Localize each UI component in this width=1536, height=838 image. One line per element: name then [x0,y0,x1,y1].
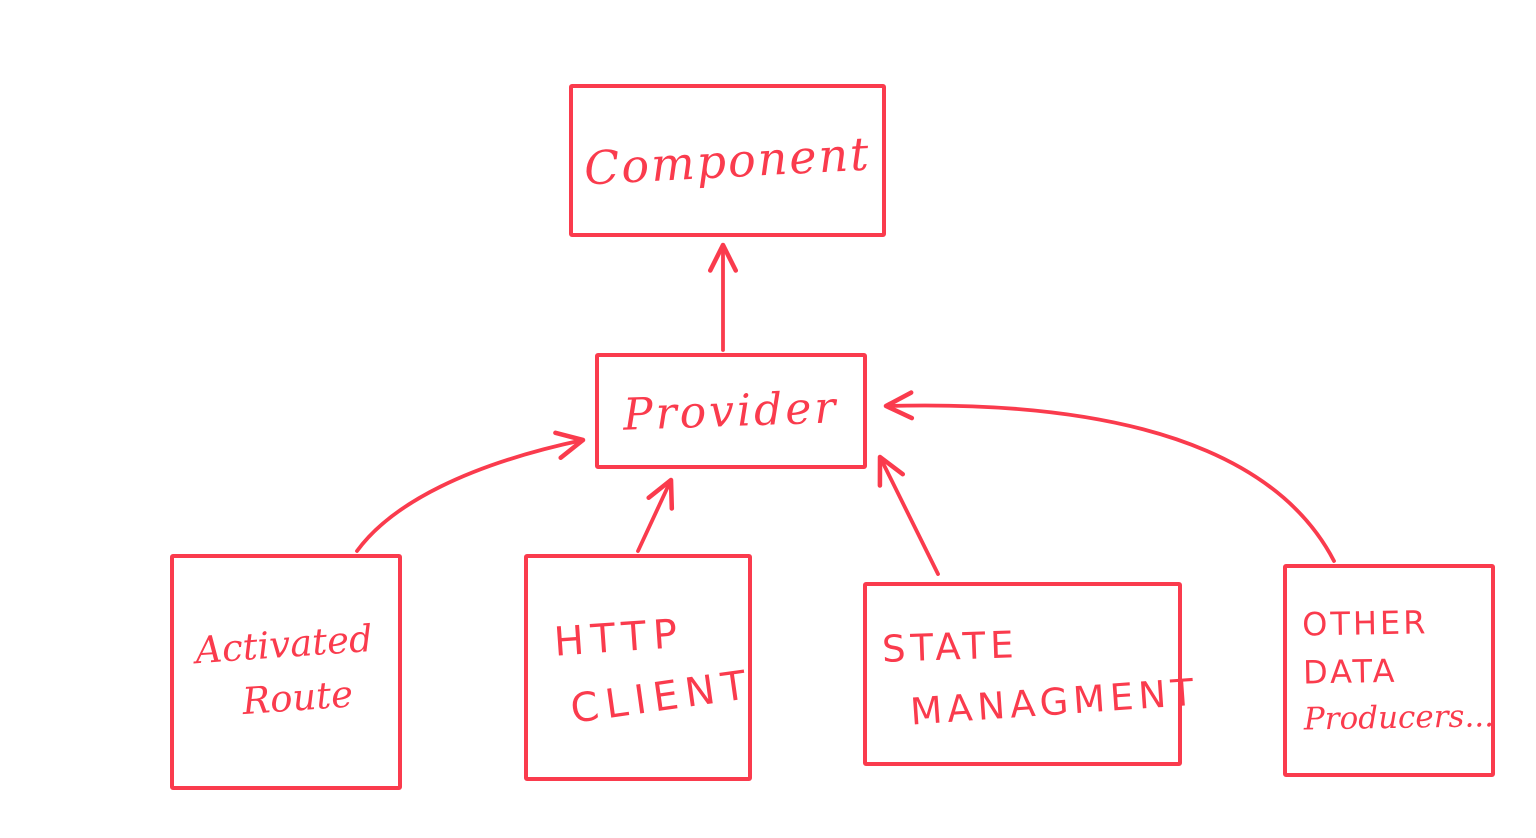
node-other-data[interactable]: OTHER DATA Producers... [1283,564,1495,777]
edge-activated-route-to-provider-arrow[interactable] [355,430,586,553]
node-label: Component [582,126,873,195]
node-component[interactable]: Component [569,84,886,237]
node-label: Provider [622,381,840,441]
node-activated-route[interactable]: Activated Route [170,554,402,790]
edge-other-data-to-provider-arrow[interactable] [883,390,1336,563]
node-label-line: DATA [1302,652,1398,692]
node-label-line: Producers... [1303,698,1495,738]
node-label-line: OTHER [1301,603,1429,644]
node-provider[interactable]: Provider [595,353,867,469]
node-label-line: Route [241,672,355,724]
node-state-managment[interactable]: STATE MANAGMENT [863,582,1200,766]
node-http-client[interactable]: HTTP CLIENT [524,554,756,781]
edge-http-client-to-provider-arrow[interactable] [636,477,675,553]
edge-state-managment-to-provider-arrow[interactable] [877,454,940,576]
